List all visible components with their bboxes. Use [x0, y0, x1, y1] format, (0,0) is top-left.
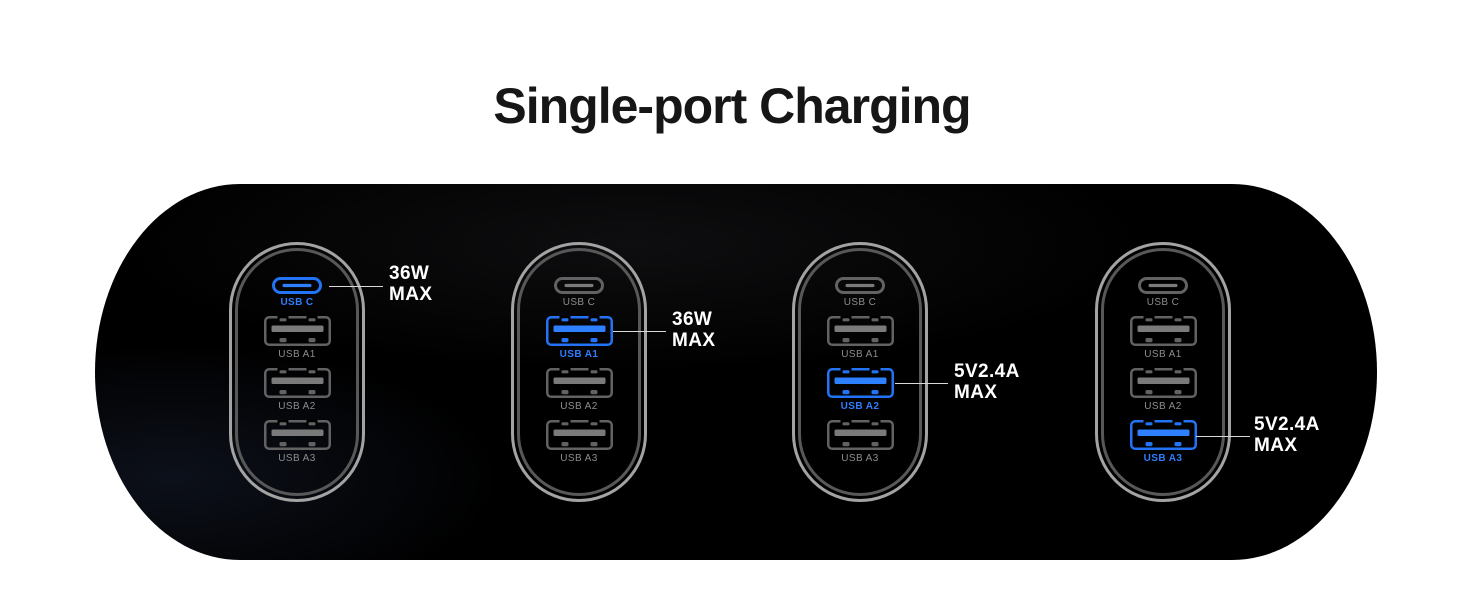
callout-wattage: 5V2.4A: [1254, 414, 1320, 435]
port-row-usb-a2: USB A2: [232, 368, 362, 412]
callout-label-usb-a1: 36W MAX: [672, 309, 715, 351]
port-panel-1: USB C USB A1 USB A2 USB A3: [229, 242, 365, 502]
port-label: USB A3: [560, 453, 598, 464]
port-label: USB A3: [1143, 453, 1183, 464]
charger-body: USB C USB A1 USB A2 USB A3: [95, 184, 1377, 560]
usb-a-port-icon: [263, 316, 331, 346]
port-label: USB A3: [841, 453, 879, 464]
port-row-usb-c: USB C: [1098, 277, 1228, 308]
callout-max: MAX: [672, 330, 716, 351]
callout-line-usb-c: [329, 286, 383, 287]
usb-c-port-icon: [554, 277, 604, 294]
callout-line-usb-a1: [613, 331, 666, 332]
usb-a-port-icon: [545, 420, 613, 450]
port-row-usb-a1: USB A1: [514, 316, 644, 360]
port-panel-3: USB C USB A1 USB A2 USB A3: [792, 242, 928, 502]
port-label: USB A1: [1144, 349, 1182, 360]
port-row-usb-a1: USB A1: [1098, 316, 1228, 360]
usb-a-port-icon: [263, 420, 331, 450]
usb-a-port-icon: [826, 368, 894, 398]
port-label: USB C: [843, 297, 877, 308]
port-row-usb-a1: USB A1: [232, 316, 362, 360]
port-panel-2: USB C USB A1 USB A2 USB A3: [511, 242, 647, 502]
port-row-usb-a2: USB A2: [514, 368, 644, 412]
port-label: USB C: [280, 297, 314, 308]
usb-c-port-icon: [1138, 277, 1188, 294]
port-label: USB A1: [841, 349, 879, 360]
port-label: USB A1: [559, 349, 599, 360]
usb-c-port-icon: [272, 277, 322, 294]
usb-a-port-icon: [826, 420, 894, 450]
port-label: USB C: [1146, 297, 1180, 308]
callout-wattage: 5V2.4A: [954, 361, 1020, 382]
port-label: USB A2: [1144, 401, 1182, 412]
port-label: USB A1: [278, 349, 316, 360]
page-title: Single-port Charging: [493, 78, 971, 134]
port-label: USB A2: [278, 401, 316, 412]
port-row-usb-a3: USB A3: [795, 420, 925, 464]
callout-max: MAX: [1254, 435, 1298, 456]
callout-line-usb-a2: [895, 383, 948, 384]
callout-label-usb-a3: 5V2.4A MAX: [1254, 414, 1320, 456]
usb-a-port-icon: [1129, 420, 1197, 450]
callout-wattage: 36W: [672, 309, 713, 330]
port-label: USB C: [562, 297, 596, 308]
port-row-usb-a1: USB A1: [795, 316, 925, 360]
port-panel-4: USB C USB A1 USB A2 USB A3: [1095, 242, 1231, 502]
callout-wattage: 36W: [389, 263, 430, 284]
callout-max: MAX: [954, 382, 998, 403]
port-label: USB A2: [560, 401, 598, 412]
port-row-usb-c: USB C: [232, 277, 362, 308]
usb-a-port-icon: [1129, 368, 1197, 398]
usb-a-port-icon: [826, 316, 894, 346]
port-row-usb-c: USB C: [514, 277, 644, 308]
usb-a-port-icon: [263, 368, 331, 398]
usb-a-port-icon: [545, 316, 613, 346]
port-row-usb-a3: USB A3: [232, 420, 362, 464]
port-row-usb-a2: USB A2: [795, 368, 925, 412]
port-label: USB A2: [840, 401, 880, 412]
callout-label-usb-a2: 5V2.4A MAX: [954, 361, 1020, 403]
port-row-usb-a2: USB A2: [1098, 368, 1228, 412]
callout-label-usb-c: 36W MAX: [389, 263, 432, 305]
usb-c-port-icon: [835, 277, 885, 294]
port-row-usb-a3: USB A3: [1098, 420, 1228, 464]
callout-line-usb-a3: [1196, 436, 1250, 437]
usb-a-port-icon: [545, 368, 613, 398]
port-row-usb-a3: USB A3: [514, 420, 644, 464]
port-label: USB A3: [278, 453, 316, 464]
port-row-usb-c: USB C: [795, 277, 925, 308]
callout-max: MAX: [389, 284, 433, 305]
usb-a-port-icon: [1129, 316, 1197, 346]
